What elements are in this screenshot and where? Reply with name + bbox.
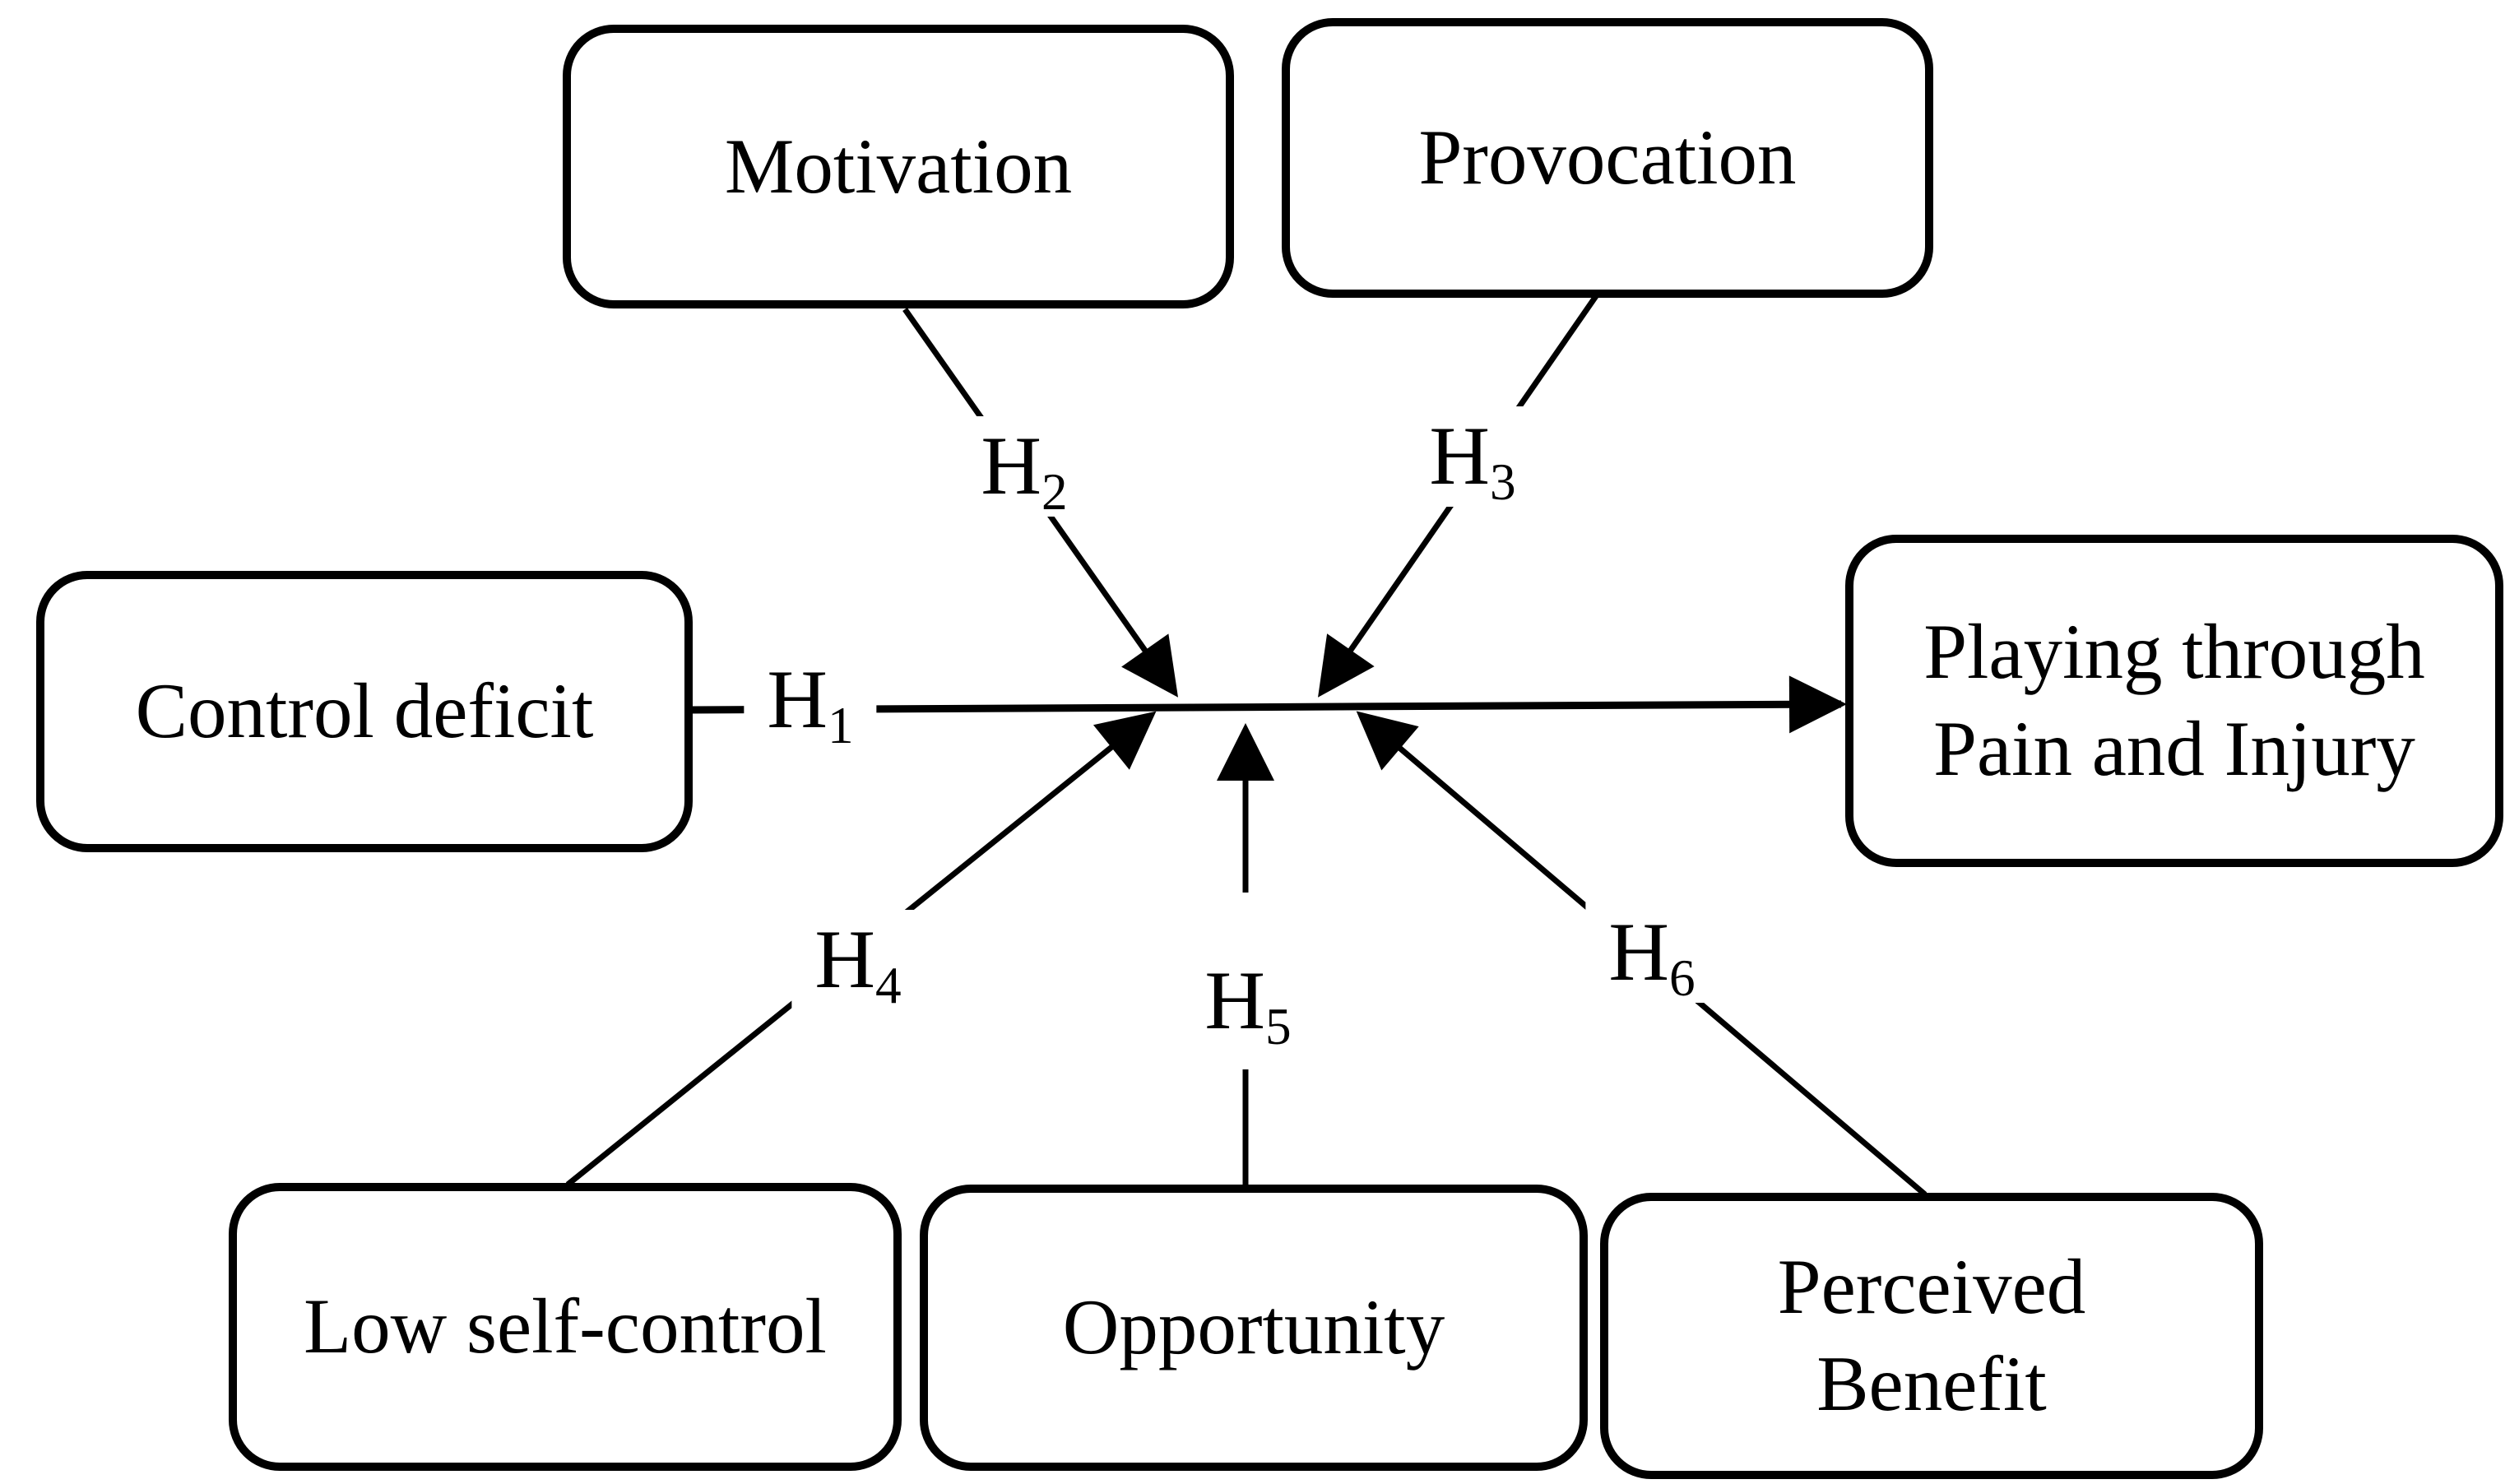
node-playing-through-pain-and-injury: Playing through Pain and Injury xyxy=(1845,535,2503,867)
label-h6: H6 xyxy=(1585,902,1719,1004)
node-low-self-control: Low self-control xyxy=(229,1183,902,1471)
node-motivation: Motivation xyxy=(563,25,1234,308)
label-h3: H3 xyxy=(1406,406,1539,508)
node-low-self-control-label: Low self-control xyxy=(304,1282,827,1370)
node-opportunity-label: Opportunity xyxy=(1062,1283,1445,1371)
label-h1: H1 xyxy=(744,650,877,752)
label-h5-base: H xyxy=(1204,954,1266,1047)
label-h6-sub: 6 xyxy=(1669,948,1696,1007)
label-h2-sub: 2 xyxy=(1041,462,1068,521)
label-h4-sub: 4 xyxy=(875,956,902,1014)
node-perceived-benefit-label: Perceived Benefit xyxy=(1777,1243,2086,1427)
label-h4: H4 xyxy=(791,910,925,1012)
label-h2: H2 xyxy=(958,416,1091,518)
label-h2-base: H xyxy=(981,420,1042,512)
node-provocation-label: Provocation xyxy=(1418,114,1797,202)
label-h1-base: H xyxy=(767,653,828,746)
label-h5: H5 xyxy=(1181,951,1315,1053)
node-playing-through-label: Playing through Pain and Injury xyxy=(1923,608,2425,792)
node-opportunity: Opportunity xyxy=(920,1185,1588,1471)
node-perceived-benefit: Perceived Benefit xyxy=(1600,1193,2263,1479)
node-motivation-label: Motivation xyxy=(724,122,1073,210)
label-h1-sub: 1 xyxy=(828,696,854,754)
node-provocation: Provocation xyxy=(1282,18,1933,298)
node-control-deficit: Control deficit xyxy=(36,571,693,852)
label-h4-base: H xyxy=(814,913,876,1006)
node-control-deficit-label: Control deficit xyxy=(135,667,594,755)
label-h3-sub: 3 xyxy=(1490,452,1516,511)
h1-connector xyxy=(689,675,1847,734)
label-h5-sub: 5 xyxy=(1265,997,1292,1055)
label-h6-base: H xyxy=(1608,906,1670,999)
label-h3-base: H xyxy=(1429,410,1491,503)
